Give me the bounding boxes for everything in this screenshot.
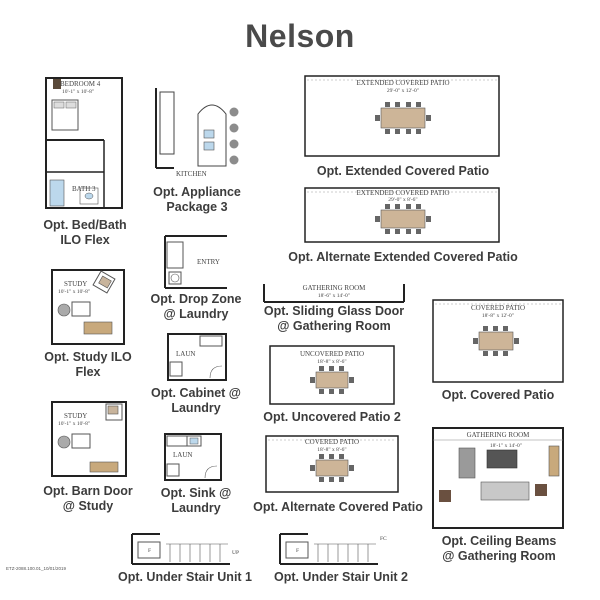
study-flex-plan: STUDY 10'-1" x 10'-8" [50,268,126,346]
sliding-door-plan: GATHERING ROOM 18'-6" x 14'-0" [262,282,406,306]
appliance-caption: Opt. Appliance Package 3 [142,185,252,215]
study-flex-caption: Opt. Study ILO Flex [30,350,146,380]
bed-bath-dim1: 10'-1" x 10'-8" [62,89,94,95]
sliding-door-dim: 18'-6" x 14'-0" [318,293,350,299]
uncovered-patio-plan: UNCOVERED PATIO 18'-8" x 8'-6" [268,344,396,406]
bed-bath-room2: BATH 3 [72,185,96,193]
drop-zone-room: ENTRY [197,258,220,266]
sliding-door-room: GATHERING ROOM [303,284,367,292]
ceiling-beams-dim: 18'-1" x 14'-0" [490,443,522,449]
ext-patio-caption: Opt. Extended Covered Patio [316,164,490,178]
barn-door-caption-line2: @ Study [62,499,114,513]
appliance-room: KITCHEN [176,170,207,178]
drop-zone-plan: ENTRY [163,234,229,290]
alt-covered-patio-caption: Opt. Alternate Covered Patio [253,500,423,514]
cabinet-caption-line1: Opt. Cabinet @ [151,386,241,400]
alt-covered-patio-plan: COVERED PATIO 18'-8" x 8'-6" [264,434,400,494]
appliance-caption-line2: Package 3 [166,200,228,214]
ceiling-beams-caption-line1: Opt. Ceiling Beams [441,534,557,548]
covered-patio-plan: COVERED PATIO 18'-8" x 12'-0" [431,298,565,384]
sliding-door-caption-line1: Opt. Sliding Glass Door [263,304,405,318]
study-flex-caption-line1: Opt. Study ILO [44,350,132,364]
study-flex-room: STUDY [64,280,87,288]
ceiling-beams-caption: Opt. Ceiling Beams @ Gathering Room [424,534,574,564]
barn-door-room: STUDY [64,412,87,420]
under-stair-2-plan: F FC [278,530,394,568]
under-stair-2-caption: Opt. Under Stair Unit 2 [273,570,409,584]
alt-covered-patio-room: COVERED PATIO [305,438,359,446]
drop-zone-caption: Opt. Drop Zone @ Laundry [140,292,252,322]
alt-ext-patio-plan: EXTENDED COVERED PATIO 29'-0" x 8'-6" [303,186,503,246]
covered-patio-caption: Opt. Covered Patio [441,388,555,402]
sink-caption: Opt. Sink @ Laundry [140,486,252,516]
sliding-door-caption: Opt. Sliding Glass Door @ Gathering Room [250,304,418,334]
alt-ext-patio-caption: Opt. Alternate Extended Covered Patio [288,250,518,264]
sink-room: LAUN [173,451,192,459]
barn-door-caption: Opt. Barn Door @ Study [30,484,146,514]
footer-code: ETZ-2088.100.01_10/01/2019 [6,566,67,571]
barn-door-dim: 10'-1" x 10'-8" [58,421,90,427]
covered-patio-room: COVERED PATIO [471,304,525,312]
ceiling-beams-plan: GATHERING ROOM 18'-1" x 14'-0" [431,426,565,530]
appliance-caption-line1: Opt. Appliance [153,185,241,199]
uncovered-patio-dim: 18'-8" x 8'-6" [317,359,346,365]
alt-covered-patio-dim: 18'-8" x 8'-6" [317,447,346,453]
sliding-door-caption-line2: @ Gathering Room [277,319,391,333]
alt-ext-patio-room: EXTENDED COVERED PATIO [356,189,449,197]
under-stair-1-mark: UP [232,550,239,556]
uncovered-patio-caption: Opt. Uncovered Patio 2 [263,410,401,424]
ceiling-beams-caption-line2: @ Gathering Room [442,549,556,563]
page-title: Nelson [245,18,355,54]
study-flex-dim: 10'-1" x 10'-8" [58,289,90,295]
bed-bath-caption: Opt. Bed/Bath ILO Flex [30,218,140,248]
bed-bath-caption-line2: ILO Flex [60,233,110,247]
under-stair-1-caption: Opt. Under Stair Unit 1 [117,570,253,584]
under-stair-1-plan: F UP [130,530,246,568]
cabinet-caption-line2: Laundry [171,401,221,415]
stair1-f-mark: F [148,548,151,554]
barn-door-caption-line1: Opt. Barn Door [43,484,133,498]
barn-door-plan: STUDY 10'-1" x 10'-8" [50,400,128,478]
bed-bath-room1: BEDROOM 4 [60,80,101,88]
stair2-f-mark: F [296,548,299,554]
uncovered-patio-room: UNCOVERED PATIO [300,350,364,358]
drop-zone-caption-line2: @ Laundry [163,307,229,321]
cabinet-plan: LAUN [166,332,228,382]
ext-patio-plan: EXTENDED COVERED PATIO 29'-0" x 12'-0" [303,74,503,160]
sink-caption-line1: Opt. Sink @ [160,486,232,500]
cabinet-room: LAUN [176,350,195,358]
bed-bath-plan: BEDROOM 4 10'-1" x 10'-8" BATH 3 [44,76,126,210]
alt-ext-patio-dim: 29'-0" x 8'-6" [388,197,417,203]
sink-caption-line2: Laundry [171,501,221,515]
sink-plan: LAUN [163,432,223,482]
appliance-plan: KITCHEN [154,86,244,180]
study-flex-caption-line2: Flex [75,365,101,379]
cabinet-caption: Opt. Cabinet @ Laundry [140,386,252,416]
covered-patio-dim: 18'-8" x 12'-0" [482,313,514,319]
ext-patio-dim: 29'-0" x 12'-0" [387,88,419,94]
under-stair-2-mark: FC [380,536,387,542]
drop-zone-caption-line1: Opt. Drop Zone [150,292,242,306]
ext-patio-room: EXTENDED COVERED PATIO [356,79,449,87]
bed-bath-caption-line1: Opt. Bed/Bath [43,218,127,232]
ceiling-beams-room: GATHERING ROOM [467,431,531,439]
